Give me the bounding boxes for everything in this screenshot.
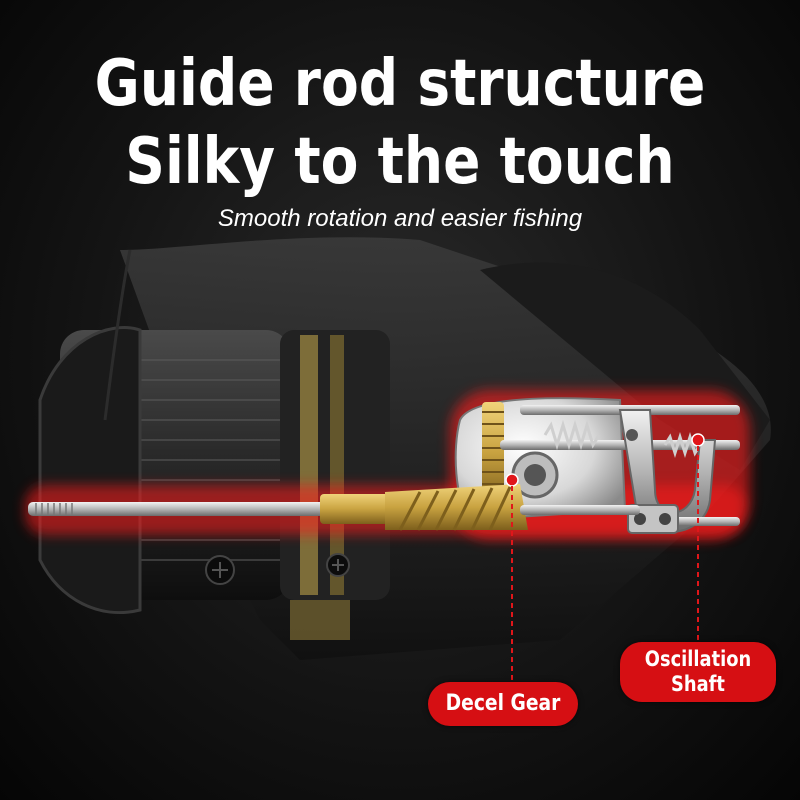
tagline: Smooth rotation and easier fishing — [217, 205, 583, 232]
title-line-1: Guide rod structure — [94, 47, 706, 121]
shaft-text: Shaft — [671, 672, 725, 696]
oscillation-text: Oscillation — [644, 647, 752, 671]
decel-gear-text: Decel Gear — [445, 691, 561, 716]
oscillation-shaft-label: Oscillation Shaft — [620, 642, 776, 702]
main-shaft — [28, 484, 640, 531]
callout-leaders — [505, 433, 705, 682]
title-line-2: Silky to the touch — [125, 125, 675, 199]
gear-mechanism — [454, 397, 740, 534]
decel-gear-label: Decel Gear — [428, 682, 578, 726]
